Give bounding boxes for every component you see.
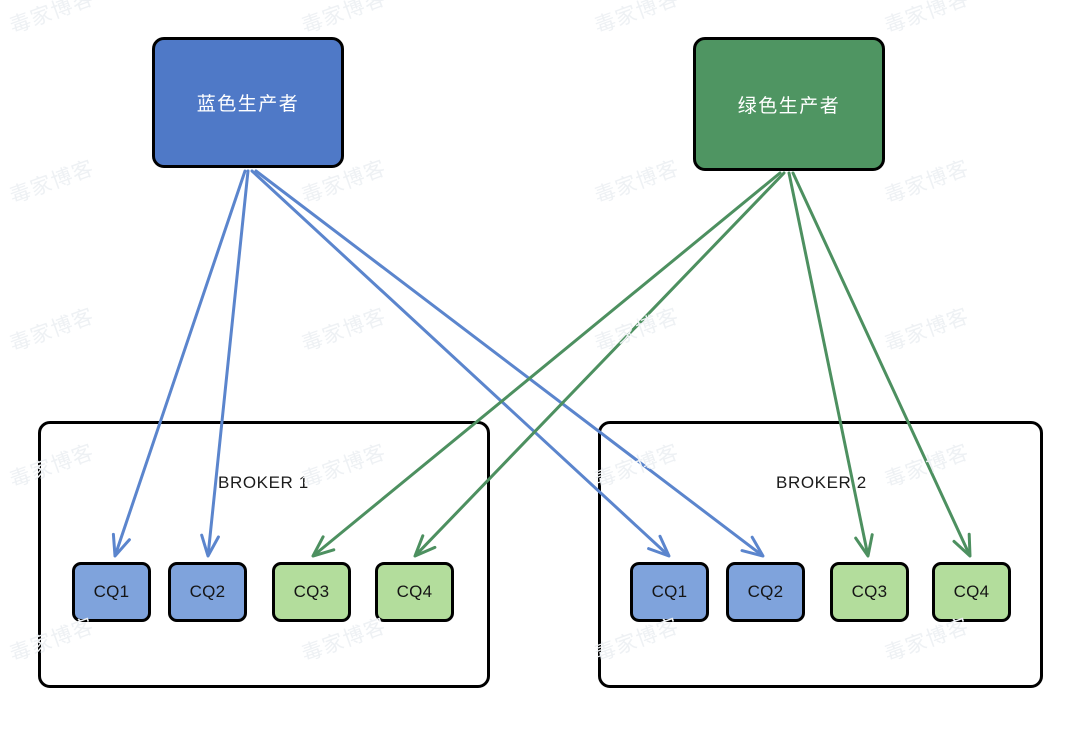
watermark-text: 毒家博客 [881, 0, 973, 39]
broker-label: BROKER 2 [776, 473, 867, 492]
consume-queue-broker-1-cq4[interactable]: CQ4 [375, 562, 454, 622]
consume-queue-broker-2-cq3[interactable]: CQ3 [830, 562, 909, 622]
consume-queue-broker-1-cq3[interactable]: CQ3 [272, 562, 351, 622]
broker-label: BROKER 1 [218, 473, 309, 492]
consume-queue-broker-1-cq1[interactable]: CQ1 [72, 562, 151, 622]
watermark-text: 毒家博客 [881, 155, 973, 209]
watermark-text: 毒家博客 [591, 0, 683, 39]
watermark-text: 毒家博客 [881, 303, 973, 357]
consume-queue-broker-2-cq4[interactable]: CQ4 [932, 562, 1011, 622]
watermark-text: 毒家博客 [591, 303, 683, 357]
watermark-text: 毒家博客 [298, 0, 390, 39]
green-producer[interactable]: 绿色生产者 [693, 37, 885, 171]
broker-container-broker-1[interactable] [38, 421, 490, 688]
watermark-text: 毒家博客 [6, 303, 98, 357]
blue-producer[interactable]: 蓝色生产者 [152, 37, 344, 168]
watermark-text: 毒家博客 [6, 155, 98, 209]
watermark-text: 毒家博客 [6, 0, 98, 39]
consume-queue-broker-1-cq2[interactable]: CQ2 [168, 562, 247, 622]
watermark-text: 毒家博客 [298, 303, 390, 357]
broker-container-broker-2[interactable] [598, 421, 1043, 688]
consume-queue-broker-2-cq1[interactable]: CQ1 [630, 562, 709, 622]
watermark-text: 毒家博客 [591, 155, 683, 209]
consume-queue-broker-2-cq2[interactable]: CQ2 [726, 562, 805, 622]
